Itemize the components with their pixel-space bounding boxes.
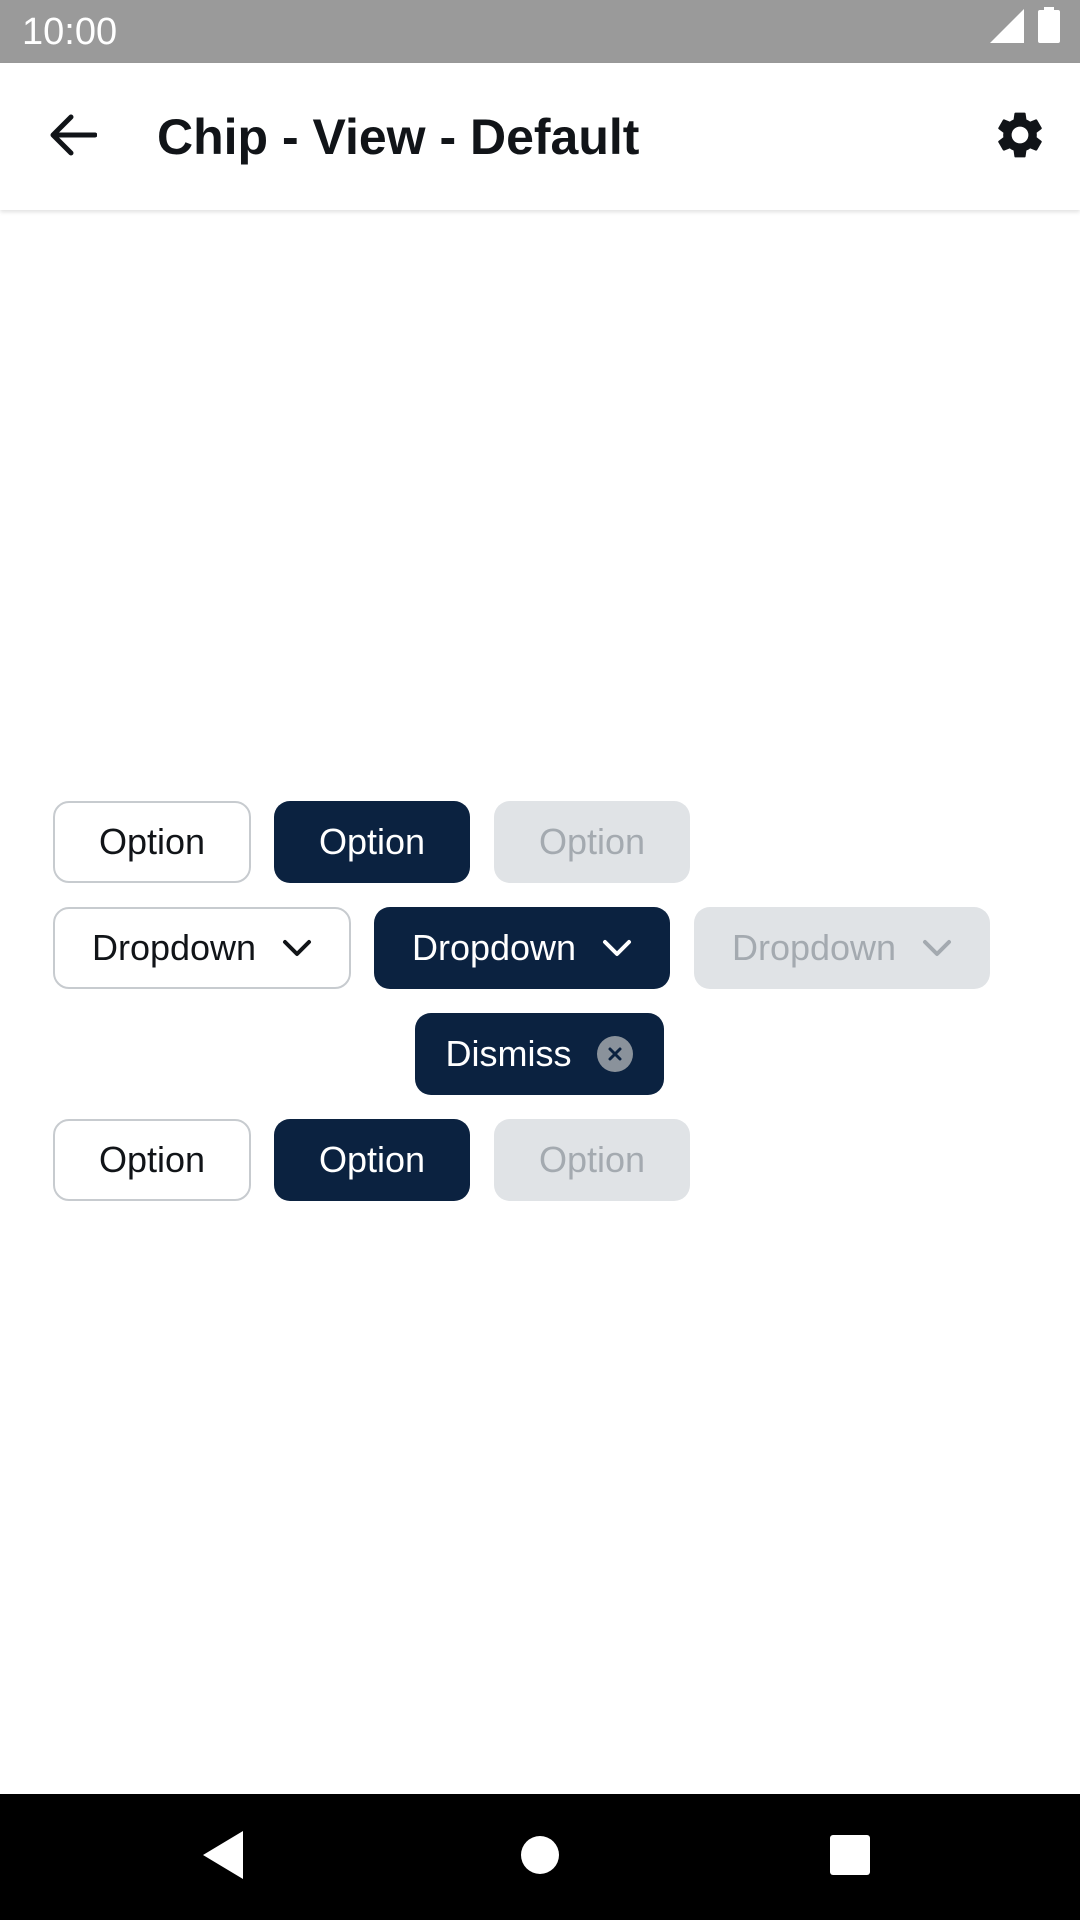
navigation-bar — [0, 1794, 1080, 1920]
option-chip-selected[interactable]: Option — [274, 1119, 470, 1201]
chip-label: Option — [538, 1139, 646, 1180]
chip-label: Option — [318, 821, 426, 862]
chip-label: Option — [538, 821, 646, 862]
recents-square-icon — [829, 1834, 871, 1881]
chip-label: Dropdown — [91, 927, 257, 968]
close-circle-icon[interactable] — [597, 1036, 634, 1072]
chip-label: Dropdown — [411, 927, 577, 968]
dismiss-chip[interactable]: Dismiss — [415, 1013, 664, 1095]
chip-label: Option — [318, 1139, 426, 1180]
chip-label: Option — [98, 1139, 206, 1180]
nav-back-button[interactable] — [190, 1824, 256, 1890]
dropdown-chip[interactable]: Dropdown — [53, 907, 351, 989]
option-chip[interactable]: Option — [53, 801, 251, 883]
chevron-down-icon — [602, 938, 632, 958]
arrow-left-icon — [49, 113, 98, 162]
chip-label: Dismiss — [445, 1033, 572, 1074]
chip-label: Option — [98, 821, 206, 862]
option-chip[interactable]: Option — [53, 1119, 251, 1201]
home-circle-icon — [520, 1835, 560, 1880]
chevron-down-icon — [282, 938, 312, 958]
gear-icon — [992, 107, 1048, 168]
option-chip-selected[interactable]: Option — [274, 801, 470, 883]
back-button[interactable] — [38, 105, 108, 169]
page-title: Chip - View - Default — [157, 109, 640, 165]
dropdown-chip-selected[interactable]: Dropdown — [374, 907, 670, 989]
chevron-down-icon — [922, 938, 952, 958]
chip-row-options-2: Option Option Option — [0, 1119, 1080, 1203]
status-time: 10:00 — [22, 11, 118, 53]
option-chip-disabled: Option — [494, 801, 690, 883]
status-icons — [990, 7, 1060, 48]
settings-button[interactable] — [988, 105, 1052, 169]
chip-row-dismiss: Dismiss — [0, 1013, 1080, 1097]
nav-home-button[interactable] — [507, 1824, 573, 1890]
dropdown-chip-disabled: Dropdown — [694, 907, 990, 989]
nav-recents-button[interactable] — [817, 1824, 883, 1890]
back-triangle-icon — [199, 1829, 247, 1886]
battery-icon — [1038, 7, 1060, 48]
status-bar: 10:00 — [0, 0, 1080, 63]
option-chip-disabled: Option — [494, 1119, 690, 1201]
chip-label: Dropdown — [731, 927, 897, 968]
app-bar: Chip - View - Default — [0, 63, 1080, 210]
signal-icon — [990, 9, 1024, 48]
chip-row-options: Option Option Option — [0, 801, 1080, 885]
chip-row-dropdowns: Dropdown Dropdown Dropdown — [0, 907, 1080, 991]
